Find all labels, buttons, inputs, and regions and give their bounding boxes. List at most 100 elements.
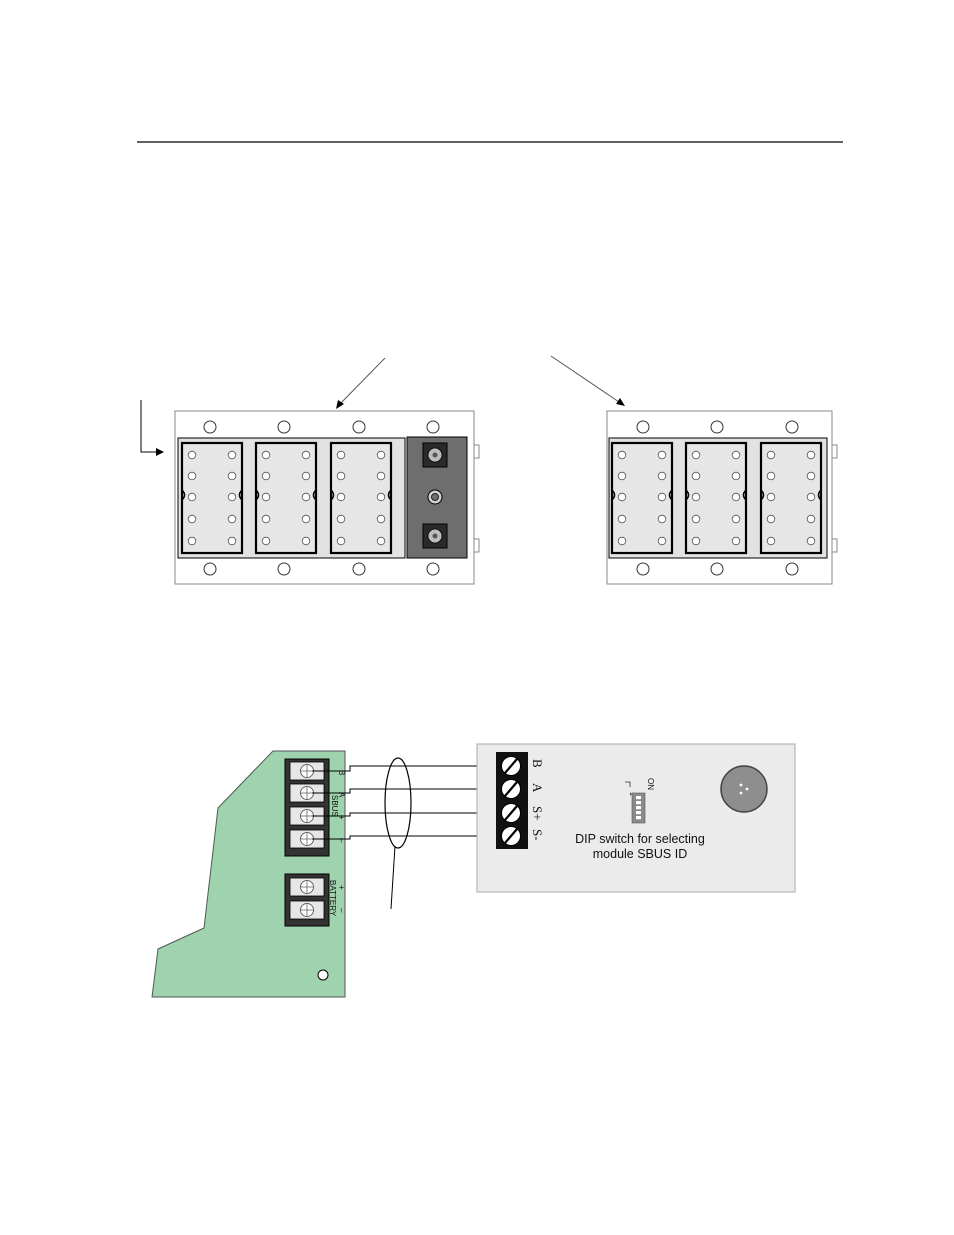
wiring-figure: SBUS B A + – BATTERY + –: [151, 743, 796, 998]
relay-pin: [691, 450, 701, 460]
relay-board-main: [174, 410, 480, 585]
sbus-mark-b: B: [337, 770, 346, 775]
relay-pin: [766, 492, 776, 502]
relay-pin: [187, 536, 197, 546]
relay-pin: [806, 450, 816, 460]
panel-board: SBUS B A + – BATTERY + –: [151, 750, 346, 998]
mounting-holes: [636, 420, 799, 576]
mount-hole: [785, 562, 799, 576]
mount-hole: [203, 562, 217, 576]
relay-pin: [617, 450, 627, 460]
module-terminal-screw: [501, 803, 521, 823]
buzzer: [720, 765, 768, 813]
relay-pin: [731, 471, 741, 481]
relay-pin: [187, 471, 197, 481]
terminal-label-b: B: [530, 759, 545, 768]
cable-bundle-ellipse: [384, 757, 412, 849]
relay-pin: [187, 450, 197, 460]
wire-b: [312, 765, 500, 772]
relay-pin: [657, 514, 667, 524]
relay-pin: [187, 492, 197, 502]
dip-lever: [636, 796, 641, 800]
relay-pin: [766, 471, 776, 481]
mount-hole: [426, 420, 440, 434]
dip-on-label: ON: [646, 778, 655, 790]
relay: [329, 441, 393, 555]
relay-pin: [657, 492, 667, 502]
relay-pin: [301, 536, 311, 546]
dip-caption-line2: module SBUS ID: [593, 847, 687, 861]
battery-label: BATTERY: [328, 880, 337, 917]
relay-board-expansion: [606, 410, 838, 585]
relay: [254, 441, 318, 555]
relay-pin: [806, 536, 816, 546]
pointer-line-left: [337, 357, 386, 407]
sbus-mark-plus: +: [337, 815, 346, 820]
dip-lever: [636, 816, 641, 820]
module-terminal-screw: [501, 779, 521, 799]
mount-hole: [203, 420, 217, 434]
relay-pin: [806, 514, 816, 524]
relay-pin: [336, 492, 346, 502]
mount-hole: [426, 562, 440, 576]
mount-hole: [710, 420, 724, 434]
relay-group: [180, 441, 393, 555]
panel-mount-hole: [317, 969, 329, 981]
relay-pin: [657, 450, 667, 460]
relay-pin: [227, 536, 237, 546]
wire-splus: [312, 812, 500, 817]
module-terminal-screw: [501, 826, 521, 846]
relay-pin: [691, 514, 701, 524]
relay: [610, 441, 674, 555]
relay-pin: [731, 492, 741, 502]
terminal-screw: [289, 761, 325, 781]
dip-caption-line1: DIP switch for selecting: [575, 832, 705, 846]
relay-pin: [336, 471, 346, 481]
relay-pin: [657, 536, 667, 546]
terminal-screw: [289, 877, 325, 897]
relay-pin: [187, 514, 197, 524]
relay-pin: [731, 514, 741, 524]
relay-pin: [657, 471, 667, 481]
relay-pin: [617, 471, 627, 481]
relay-pin: [617, 536, 627, 546]
pointer-line-right: [550, 355, 623, 405]
relay-pin: [691, 492, 701, 502]
relay-pin: [261, 492, 271, 502]
mount-hole: [710, 562, 724, 576]
relay-pin: [261, 450, 271, 460]
dip-lever: [636, 801, 641, 805]
mount-hole: [636, 562, 650, 576]
terminal-label-sminus: S-: [530, 829, 545, 841]
sbus-terminal-block: SBUS B A + –: [284, 758, 346, 857]
relay-pin: [261, 514, 271, 524]
bent-arrow-line: [140, 400, 158, 453]
relay: [180, 441, 244, 555]
relay: [684, 441, 748, 555]
relay-pin: [376, 471, 386, 481]
relay-pin: [766, 514, 776, 524]
relay-pin: [376, 536, 386, 546]
relay-pin: [376, 450, 386, 460]
relay-pin: [376, 514, 386, 524]
dip-lever: [636, 806, 641, 810]
relay-pin: [806, 471, 816, 481]
terminal-screw: [289, 806, 325, 826]
battery-mark-plus: +: [337, 885, 346, 890]
sbus-label: SBUS: [330, 795, 339, 817]
relay-pin: [301, 471, 311, 481]
relay-figure: [140, 355, 838, 585]
dip-on-arrow: [625, 781, 631, 787]
bent-arrowhead: [156, 448, 164, 456]
dip-position-label: 1: [628, 792, 635, 796]
relay-pin: [227, 514, 237, 524]
relay-pin: [336, 536, 346, 546]
relay-pin: [227, 471, 237, 481]
mount-hole: [352, 562, 366, 576]
relay-pin: [617, 492, 627, 502]
mount-hole: [785, 420, 799, 434]
relay-pin: [227, 450, 237, 460]
relay: [759, 441, 823, 555]
relay-pin: [261, 471, 271, 481]
